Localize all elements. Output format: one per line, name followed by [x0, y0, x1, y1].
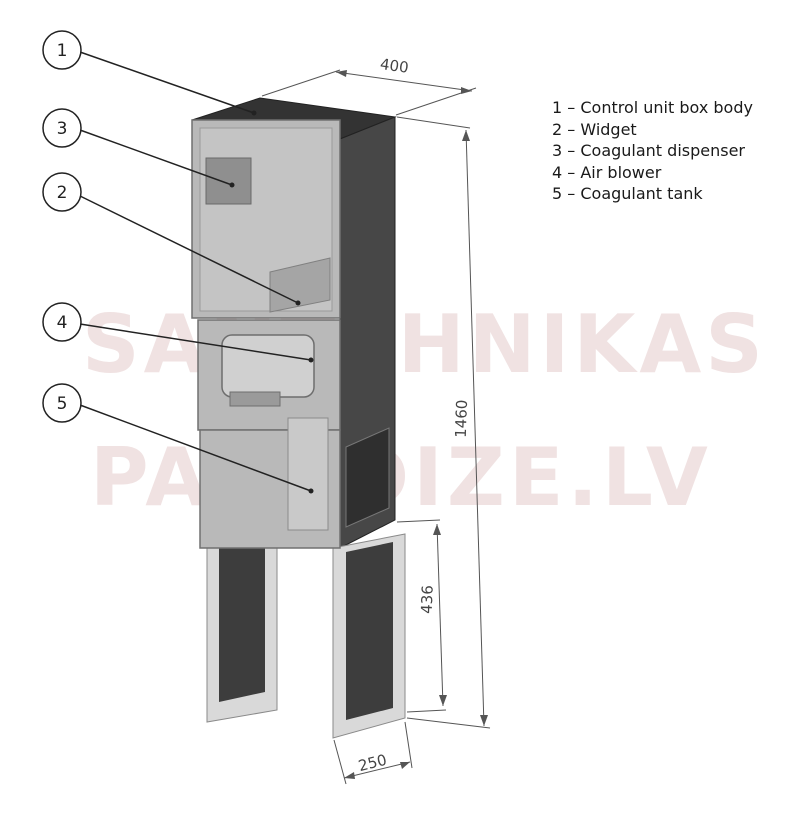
arrow-436-top: [433, 524, 441, 535]
callout-1-label: 1: [57, 41, 68, 61]
leader-line-1: [79, 51, 255, 114]
dim-1460-ext-top: [396, 116, 471, 129]
widget-shape: [269, 257, 331, 313]
front-leg-panel: [346, 542, 393, 720]
dim-250-ext-right: [404, 721, 413, 769]
watermark-line-2: PARADIZE.LV: [90, 431, 712, 524]
leader-dot-1: [251, 110, 257, 116]
callout-5: 5: [42, 383, 82, 423]
leader-dots: [229, 110, 314, 494]
watermark-line-1: SANTEHNIKAS: [82, 298, 767, 391]
arrow-250-left: [344, 772, 355, 779]
air-blower-shape: [221, 334, 315, 398]
arrow-1460-bottom: [480, 715, 488, 726]
dimension-arrows: [336, 70, 488, 779]
dim-400-line: [335, 71, 473, 92]
dim-436-label: 436: [418, 585, 437, 614]
dim-250-line: [343, 761, 411, 779]
callout-5-label: 5: [57, 394, 68, 414]
leader-dot-2: [295, 300, 301, 306]
parts-legend: 1 – Control unit box body 2 – Widget 3 –…: [552, 97, 753, 205]
arrow-436-bottom: [439, 695, 447, 706]
leader-lines: [77, 51, 312, 492]
arrow-400-left: [336, 70, 347, 77]
leader-line-5: [79, 404, 312, 492]
dim-1460-ext-bottom: [406, 717, 491, 729]
side-hatch: [345, 427, 390, 528]
legend-item-2: 2 – Widget: [552, 119, 637, 139]
callout-4-label: 4: [57, 313, 68, 333]
leader-dot-3: [229, 182, 235, 188]
legend-item-3: 3 – Coagulant dispenser: [552, 141, 745, 160]
arrow-250-right: [400, 762, 410, 769]
legend-item-4: 4 – Air blower: [552, 162, 662, 182]
callout-4: 4: [42, 302, 82, 342]
dim-436-line: [436, 523, 444, 707]
dim-250-ext-left: [333, 739, 347, 785]
dim-250-label: 250: [356, 751, 388, 775]
callout-2: 2: [42, 172, 82, 212]
dim-436-ext-bottom: [406, 709, 447, 713]
callout-1: 1: [42, 30, 82, 70]
coagulant-dispenser-shape: [205, 157, 252, 205]
legend-item-1: 1 – Control unit box body: [552, 98, 753, 117]
legend-item-5: 5 – Coagulant tank: [552, 184, 703, 203]
dim-400-ext-left: [261, 69, 341, 97]
leader-line-2: [77, 194, 299, 304]
leader-line-4: [79, 323, 312, 361]
dim-1460-label: 1460: [452, 399, 471, 438]
arrow-1460-top: [462, 130, 470, 141]
dim-400-label: 400: [379, 55, 410, 77]
callout-2-label: 2: [57, 183, 68, 203]
dimension-lines: [261, 69, 491, 785]
leader-line-3: [79, 129, 233, 186]
leader-dot-4: [308, 357, 314, 363]
back-leg-panel: [219, 543, 265, 702]
callout-3: 3: [42, 108, 82, 148]
callout-3-label: 3: [57, 119, 68, 139]
coagulant-tank-shape: [287, 417, 329, 531]
dim-436-ext-top: [396, 519, 441, 523]
leader-dot-5: [308, 488, 314, 494]
air-blower-base: [229, 391, 281, 407]
arrow-400-right: [461, 87, 472, 94]
dim-1460-line: [465, 129, 485, 727]
